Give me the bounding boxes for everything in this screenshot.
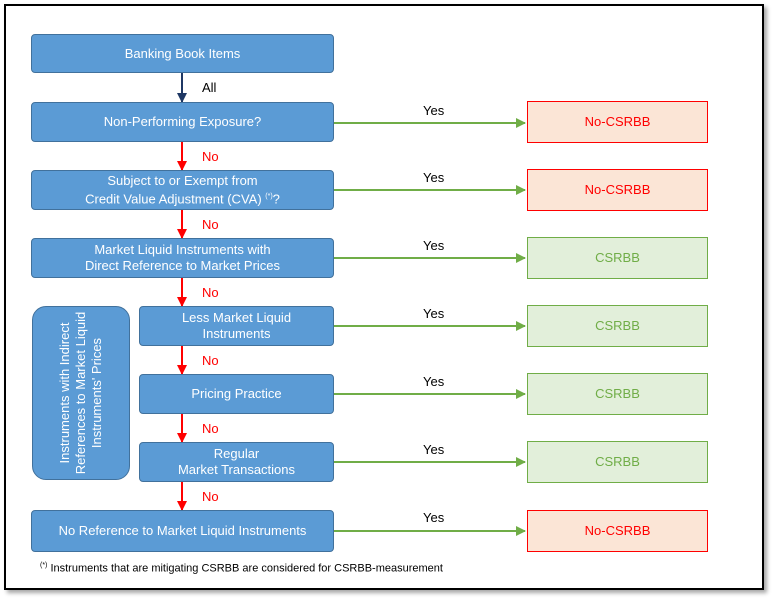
label-yes-4: Yes — [423, 306, 445, 321]
node-no-reference: No Reference to Market Liquid Instrument… — [31, 510, 334, 552]
label-yes-2: Yes — [423, 170, 445, 185]
node-banking-book-items: Banking Book Items — [31, 34, 334, 73]
node-cva: Subject to or Exempt from Credit Value A… — [31, 170, 334, 210]
node-non-performing-exposure: Non-Performing Exposure? — [31, 102, 334, 142]
indirect-reference-group-label: Instruments with Indirect References to … — [57, 311, 104, 475]
node-less-market-liquid: Less Market Liquid Instruments — [139, 306, 334, 346]
node-pricing-practice: Pricing Practice — [139, 374, 334, 414]
label-yes-1: Yes — [423, 103, 445, 118]
outcome-csrbb-4: CSRBB — [527, 305, 708, 347]
outcome-csrbb-3: CSRBB — [527, 237, 708, 279]
node-regular-market-transactions: Regular Market Transactions — [139, 442, 334, 482]
label-no-1: No — [202, 149, 219, 164]
outcome-csrbb-6: CSRBB — [527, 441, 708, 483]
label-yes-5: Yes — [423, 374, 445, 389]
node-direct-reference: Market Liquid Instruments with Direct Re… — [31, 238, 334, 278]
label-no-2: No — [202, 217, 219, 232]
label-yes-3: Yes — [423, 238, 445, 253]
label-no-4: No — [202, 353, 219, 368]
indirect-reference-group: Instruments with Indirect References to … — [32, 306, 130, 480]
footnote: (*) Instruments that are mitigating CSRB… — [40, 562, 443, 575]
outcome-no-csrbb-1: No-CSRBB — [527, 101, 708, 143]
outcome-no-csrbb-7: No-CSRBB — [527, 510, 708, 552]
outcome-csrbb-5: CSRBB — [527, 373, 708, 415]
outcome-no-csrbb-2: No-CSRBB — [527, 169, 708, 211]
label-no-6: No — [202, 489, 219, 504]
label-yes-7: Yes — [423, 510, 445, 525]
label-no-5: No — [202, 421, 219, 436]
label-all: All — [202, 80, 217, 95]
label-no-3: No — [202, 285, 219, 300]
label-yes-6: Yes — [423, 442, 445, 457]
